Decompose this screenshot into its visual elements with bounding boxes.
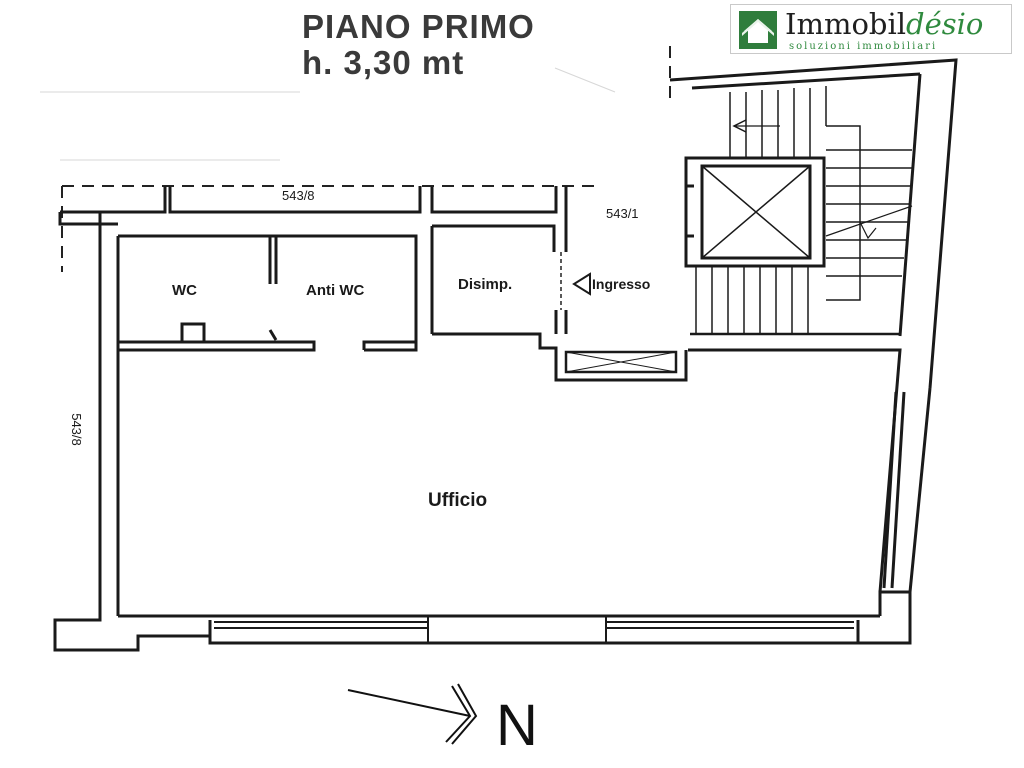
brand-name: Immobildésio: [785, 7, 983, 41]
wall-left: [53, 210, 210, 652]
page-title-height: h. 3,30 mt: [302, 44, 465, 81]
wall-stair-outer: [669, 58, 958, 389]
window-right: [882, 391, 906, 589]
parcel-label-left: 543/8: [68, 413, 84, 446]
brand-name-part1: Immobil: [785, 7, 907, 41]
wall-top-4: [430, 186, 558, 214]
shaft-icon: [564, 350, 678, 374]
north-arrow-icon: [347, 683, 478, 745]
staircase-icon: [690, 86, 913, 336]
north-label: N: [496, 693, 538, 758]
wall-top-1: [58, 212, 118, 226]
wc-shaft: [180, 322, 206, 344]
wall-top-inner: [118, 234, 418, 334]
page-title-floor: PIANO PRIMO: [302, 8, 535, 45]
windows-bottom: [214, 616, 854, 643]
wall-disimp: [432, 224, 556, 252]
brand-name-part2: désio: [906, 7, 984, 41]
parcel-label-top: 543/8: [282, 188, 315, 203]
wall-top-2: [100, 186, 167, 214]
wall-right-outer: [908, 387, 932, 593]
scan-noise: [40, 67, 616, 161]
wall-top-3: [168, 186, 422, 214]
brand-logo: Immobildésio soluzioni immobiliari: [730, 4, 1012, 54]
wall-wc-bottom: [118, 340, 316, 352]
exterior-walls: [53, 58, 958, 652]
elevator-icon: [684, 156, 826, 268]
room-label-ufficio: Ufficio: [428, 490, 488, 511]
wall-stair-inner: [691, 72, 921, 90]
room-label-anti-wc: Anti WC: [306, 282, 365, 299]
house-icon: [739, 11, 777, 49]
room-label-wc: WC: [172, 282, 197, 299]
wall-wc-bottom-stub: [268, 329, 278, 341]
wall-bottom: [208, 620, 860, 645]
parcel-label-right: 543/1: [606, 206, 639, 221]
entrance-arrow-icon: [572, 272, 591, 296]
wall-disimp-bottom: [432, 332, 688, 382]
wall-antiwc-bottom: [362, 340, 418, 352]
room-label-ingresso: Ingresso: [592, 276, 651, 292]
wall-stair-right-inner: [898, 73, 922, 337]
brand-tagline: soluzioni immobiliari: [789, 41, 938, 52]
room-label-disimpegno: Disimp.: [458, 276, 513, 293]
wall-right: [688, 348, 902, 593]
parcel-boundary-dashed: [61, 46, 671, 272]
interior-walls: [118, 186, 688, 382]
